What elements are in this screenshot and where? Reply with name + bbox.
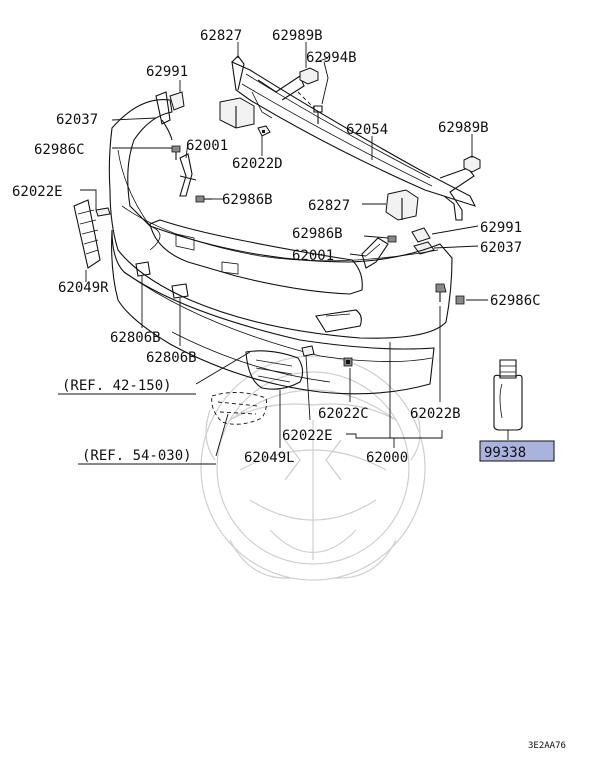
- label-62806B-b: 62806B: [146, 350, 197, 366]
- left-brackets: [155, 91, 212, 203]
- upper-clips: [219, 67, 481, 221]
- label-62049R: 62049R: [58, 280, 109, 296]
- reference-labels: (REF. 42-150) (REF. 54-030): [58, 378, 216, 465]
- ref-42-150: (REF. 42-150): [62, 378, 172, 394]
- bumper-face-62000: [108, 99, 453, 395]
- label-62991-right: 62991: [480, 220, 522, 236]
- label-62049L: 62049L: [244, 450, 295, 466]
- label-62989B-right: 62989B: [438, 120, 489, 136]
- watermark-emblem: [200, 355, 426, 581]
- label-62022B: 62022B: [410, 406, 461, 422]
- label-62037-right: 62037: [480, 240, 522, 256]
- label-62001-left: 62001: [186, 138, 228, 154]
- touch-up-paint-99338: [493, 359, 523, 431]
- label-62054: 62054: [346, 122, 388, 138]
- bumper-beam-62054: [231, 55, 477, 221]
- label-62022C: 62022C: [318, 406, 369, 422]
- highlight-99338[interactable]: 99338: [479, 440, 555, 462]
- label-99338: 99338: [484, 445, 526, 461]
- label-62986B-left: 62986B: [222, 192, 273, 208]
- leader-lines: [80, 42, 509, 457]
- side-grille-62049R: [73, 199, 111, 269]
- label-62994B: 62994B: [306, 50, 357, 66]
- fog-bezel-dashed: [211, 392, 267, 425]
- label-62827-mid: 62827: [308, 198, 350, 214]
- right-brackets: [361, 227, 465, 305]
- label-62989B-top: 62989B: [272, 28, 323, 44]
- label-62022D: 62022D: [232, 156, 283, 172]
- diagram-code: 3E2AA76: [528, 741, 566, 751]
- ref-54-030: (REF. 54-030): [82, 448, 192, 464]
- part-labels: 62827 62989B 62994B 62991 62037 62986C 6…: [12, 28, 541, 466]
- highlight-box[interactable]: [479, 440, 555, 462]
- label-62991-left: 62991: [146, 64, 188, 80]
- label-62806B-a: 62806B: [110, 330, 161, 346]
- label-62000: 62000: [366, 450, 408, 466]
- label-62986B-right: 62986B: [292, 226, 343, 242]
- label-62037-left: 62037: [56, 112, 98, 128]
- fog-bezel-62049L: [245, 345, 353, 390]
- label-62827-top: 62827: [200, 28, 242, 44]
- label-62022E-bottom: 62022E: [282, 428, 333, 444]
- label-62986C-left: 62986C: [34, 142, 85, 158]
- label-62022E-left: 62022E: [12, 184, 63, 200]
- label-62986C-right: 62986C: [490, 293, 541, 309]
- label-62001-right: 62001: [292, 248, 334, 264]
